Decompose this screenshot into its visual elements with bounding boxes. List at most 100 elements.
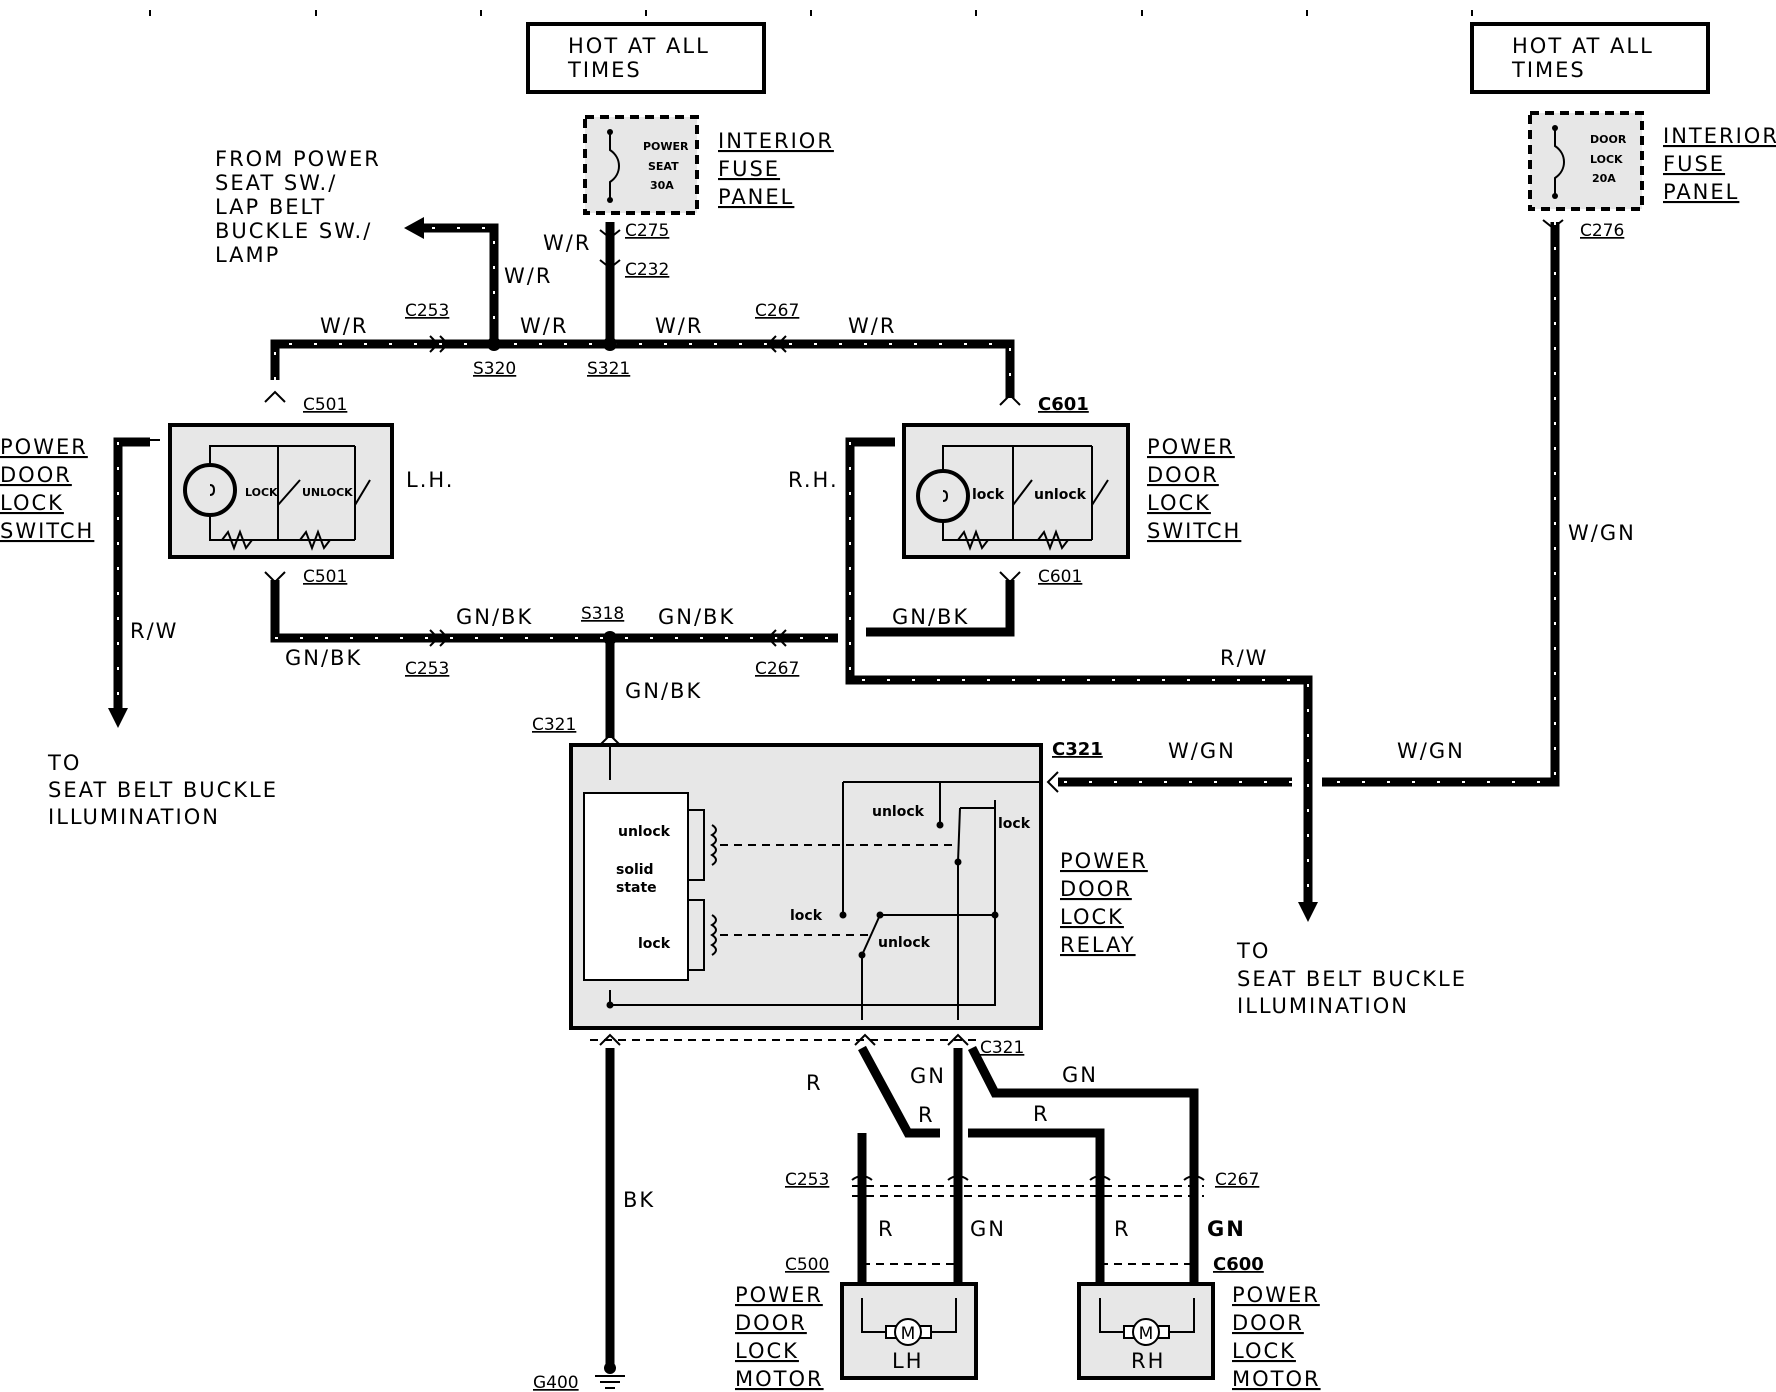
svg-text:DOOR: DOOR <box>1147 463 1219 487</box>
connector-c601-top: C601 <box>1038 394 1089 415</box>
svg-text:POWER: POWER <box>1060 849 1148 873</box>
connector-c267-low: C267 <box>1215 1170 1259 1190</box>
switch-right-unlock-label: unlock <box>1034 487 1087 503</box>
switch-right-lock-label: lock <box>972 487 1005 503</box>
svg-text:POWER: POWER <box>0 435 88 459</box>
connector-c232: C232 <box>625 260 669 280</box>
fuse-right-line3: 20A <box>1592 172 1616 185</box>
svg-text:POWER: POWER <box>1232 1283 1320 1307</box>
top-tick-marks <box>149 10 1473 16</box>
hot-right-line2: TIMES <box>1511 58 1586 82</box>
relay-lock-coil-label: lock <box>638 936 671 952</box>
svg-text:MOTOR: MOTOR <box>735 1367 824 1391</box>
motor-right-side-label: RH <box>1131 1349 1165 1373</box>
connector-c253-low: C253 <box>785 1170 829 1190</box>
wire-label-w-r-2: W/R <box>520 314 568 338</box>
to-seat-belt-label-right: TO SEAT BELT BUCKLE ILLUMINATION <box>1236 939 1467 1018</box>
splice-dot <box>487 337 501 351</box>
svg-text:LAP BELT: LAP BELT <box>215 195 326 219</box>
wire-label-w-r-6: W/R <box>543 231 591 255</box>
power-door-lock-switch-left: LOCK UNLOCK <box>168 423 394 559</box>
arrow-down-icon <box>1298 902 1318 922</box>
svg-text:ILLUMINATION: ILLUMINATION <box>48 805 220 829</box>
connector-c276: C276 <box>1580 221 1624 241</box>
hot-at-all-times-right: HOT AT ALL TIMES <box>1470 22 1710 94</box>
wire-label-gn-bk-5: GN/BK <box>625 679 702 703</box>
connector-c275: C275 <box>625 221 669 241</box>
svg-text:BUCKLE SW./: BUCKLE SW./ <box>215 219 372 243</box>
hot-left-line2: TIMES <box>567 58 642 82</box>
wire-w-r-harness <box>270 217 1015 398</box>
wire-label-gn-4: GN <box>1207 1217 1246 1241</box>
wire-r-w-left <box>108 437 160 728</box>
svg-text:INTERIOR: INTERIOR <box>718 129 834 153</box>
svg-text:RELAY: RELAY <box>1060 933 1136 957</box>
wire-label-r-1: R <box>806 1071 823 1095</box>
connector-c253-top: C253 <box>405 301 449 321</box>
power-door-lock-switch-right: lock unlock <box>902 423 1130 559</box>
relay-contact-lock-top: lock <box>998 816 1031 832</box>
svg-text:M: M <box>1139 1324 1154 1344</box>
svg-text:POWER: POWER <box>1147 435 1235 459</box>
wire-label-w-r-4: W/R <box>848 314 896 338</box>
power-door-lock-motor-right: M RH <box>1077 1282 1215 1380</box>
svg-text:FROM POWER: FROM POWER <box>215 147 381 171</box>
svg-text:MOTOR: MOTOR <box>1232 1367 1321 1391</box>
svg-text:LOCK: LOCK <box>1232 1339 1296 1363</box>
connector-c253-mid: C253 <box>405 659 449 679</box>
wire-label-gn-3: GN <box>970 1217 1006 1241</box>
wire-label-gn-2: GN <box>1062 1063 1098 1087</box>
fuse-power-seat-30a: POWER SEAT 30A <box>583 115 699 215</box>
wire-label-r-4: R <box>878 1217 895 1241</box>
switch-left-title: POWER DOOR LOCK SWITCH <box>0 435 92 543</box>
connector-c601-bot: C601 <box>1038 567 1082 587</box>
motor-left-title: POWER DOOR LOCK MOTOR <box>735 1283 824 1391</box>
wire-label-r-w-left: R/W <box>130 619 178 643</box>
svg-text:DOOR: DOOR <box>1232 1311 1304 1335</box>
svg-text:FUSE: FUSE <box>1663 152 1725 176</box>
svg-text:LOCK: LOCK <box>1060 905 1124 929</box>
hot-at-all-times-left: HOT AT ALL TIMES <box>526 22 766 94</box>
relay-solid-state-line1: solid <box>616 862 654 878</box>
svg-text:M: M <box>901 1324 916 1344</box>
svg-text:LAMP: LAMP <box>215 243 280 267</box>
interior-fuse-panel-label-left: INTERIOR FUSE PANEL <box>718 129 834 209</box>
fuse-symbol-icon <box>609 132 620 200</box>
svg-text:LOCK: LOCK <box>1147 491 1211 515</box>
svg-text:ILLUMINATION: ILLUMINATION <box>1237 994 1409 1018</box>
to-seat-belt-label-left: TO SEAT BELT BUCKLE ILLUMINATION <box>47 751 278 829</box>
connector-c321-top: C321 <box>532 715 576 735</box>
connector-c600: C600 <box>1213 1254 1264 1275</box>
splice-dot <box>603 337 617 351</box>
connector-c321-right: C321 <box>1052 739 1103 760</box>
ground-label-g400: G400 <box>533 1373 579 1392</box>
interior-fuse-panel-label-right: INTERIOR FUSE PANEL <box>1663 124 1776 204</box>
relay-title: POWER DOOR LOCK RELAY <box>1060 849 1148 957</box>
svg-text:PANEL: PANEL <box>1663 180 1739 204</box>
wire-label-w-gn-3: W/GN <box>1397 739 1465 763</box>
motor-right-title: POWER DOOR LOCK MOTOR <box>1232 1283 1321 1391</box>
svg-text:DOOR: DOOR <box>0 463 72 487</box>
fuse-left-line1: POWER <box>643 140 689 153</box>
power-door-lock-motor-left: M LH <box>840 1282 978 1380</box>
fuse-right-line2: LOCK <box>1590 153 1623 166</box>
motor-left-side-label: LH <box>892 1349 924 1373</box>
wire-label-w-r-3: W/R <box>655 314 703 338</box>
side-label-lh: L.H. <box>406 468 454 492</box>
svg-text:SEAT BELT BUCKLE: SEAT BELT BUCKLE <box>48 778 278 802</box>
wire-label-gn-bk-2: GN/BK <box>658 605 735 629</box>
from-power-seat-label: FROM POWER SEAT SW./ LAP BELT BUCKLE SW.… <box>215 147 381 267</box>
connector-c501-bot: C501 <box>303 567 347 587</box>
fuse-left-line2: SEAT <box>648 160 679 173</box>
arrow-down-icon <box>108 708 128 728</box>
connector-c267-mid: C267 <box>755 659 799 679</box>
wire-gn-bk-harness <box>264 571 1021 746</box>
wire-label-gn-bk-1: GN/BK <box>456 605 533 629</box>
wire-label-r-w-right: R/W <box>1220 646 1268 670</box>
motor-icon <box>1132 1318 1160 1346</box>
svg-text:SEAT BELT BUCKLE: SEAT BELT BUCKLE <box>1237 967 1467 991</box>
relay-contact-unlock-bot: unlock <box>878 935 931 951</box>
wire-r-w-right <box>845 437 1318 922</box>
svg-text:SWITCH: SWITCH <box>1147 519 1241 543</box>
